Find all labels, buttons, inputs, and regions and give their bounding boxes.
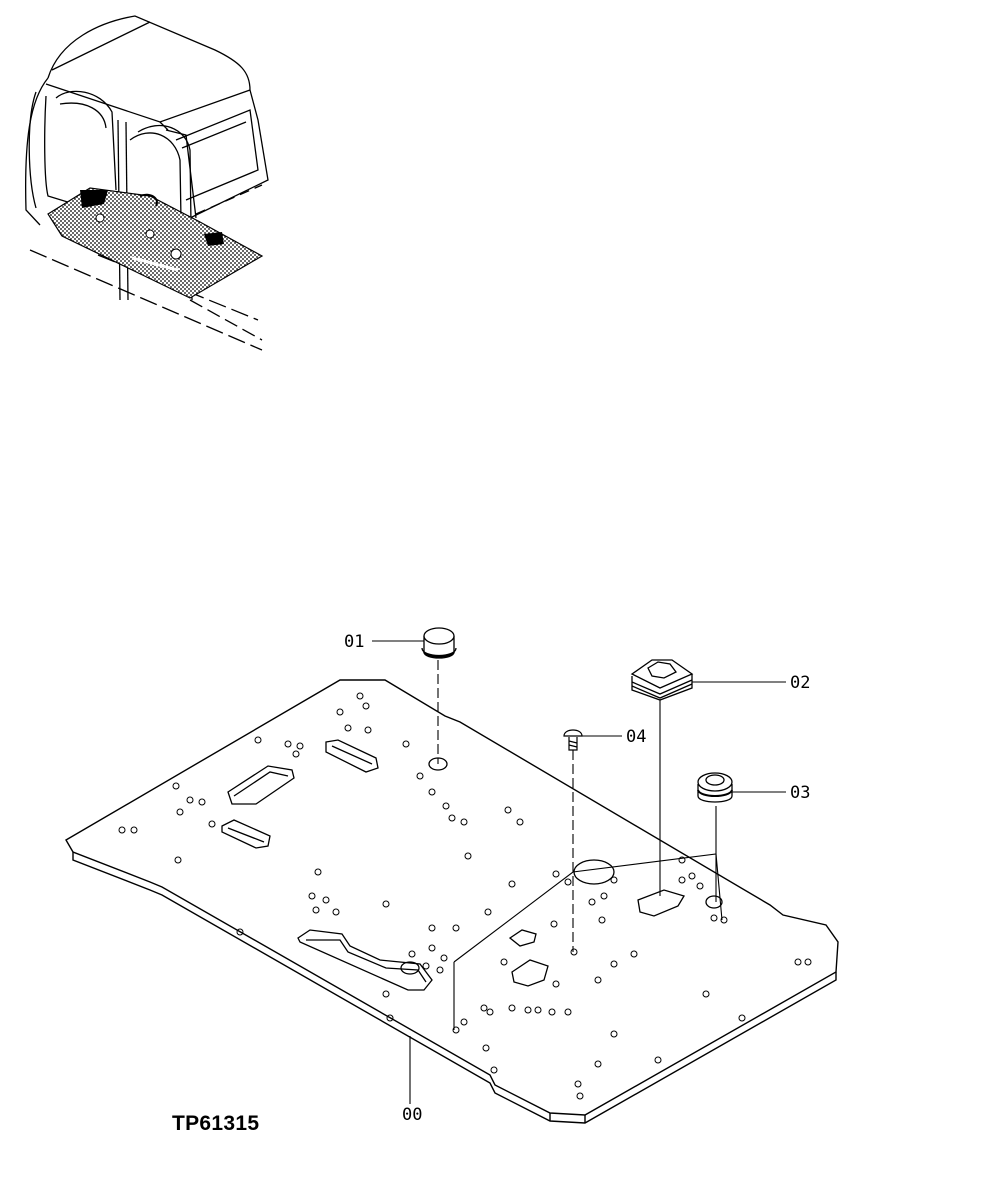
- plug-round-part: [421, 627, 457, 659]
- plate-cutouts: [221, 739, 723, 991]
- cab-locator-view: [25, 15, 269, 351]
- callout-02: 02: [790, 673, 810, 693]
- plate-holes: [118, 692, 812, 1100]
- callout-04: 04: [626, 727, 646, 747]
- drawing-reference-number: TP61315: [172, 1112, 260, 1135]
- leader-lines: [372, 640, 786, 793]
- callout-00: 00: [402, 1105, 422, 1125]
- grommet-round-part: [697, 772, 733, 803]
- callout-01: 01: [344, 632, 364, 652]
- floor-plate-highlight: [47, 187, 264, 299]
- floor-plate: [65, 679, 839, 1124]
- grommet-oval-part: [630, 659, 694, 701]
- callout-03: 03: [790, 783, 810, 803]
- assembly-lines: [409, 660, 723, 1104]
- screw-part: [563, 729, 583, 751]
